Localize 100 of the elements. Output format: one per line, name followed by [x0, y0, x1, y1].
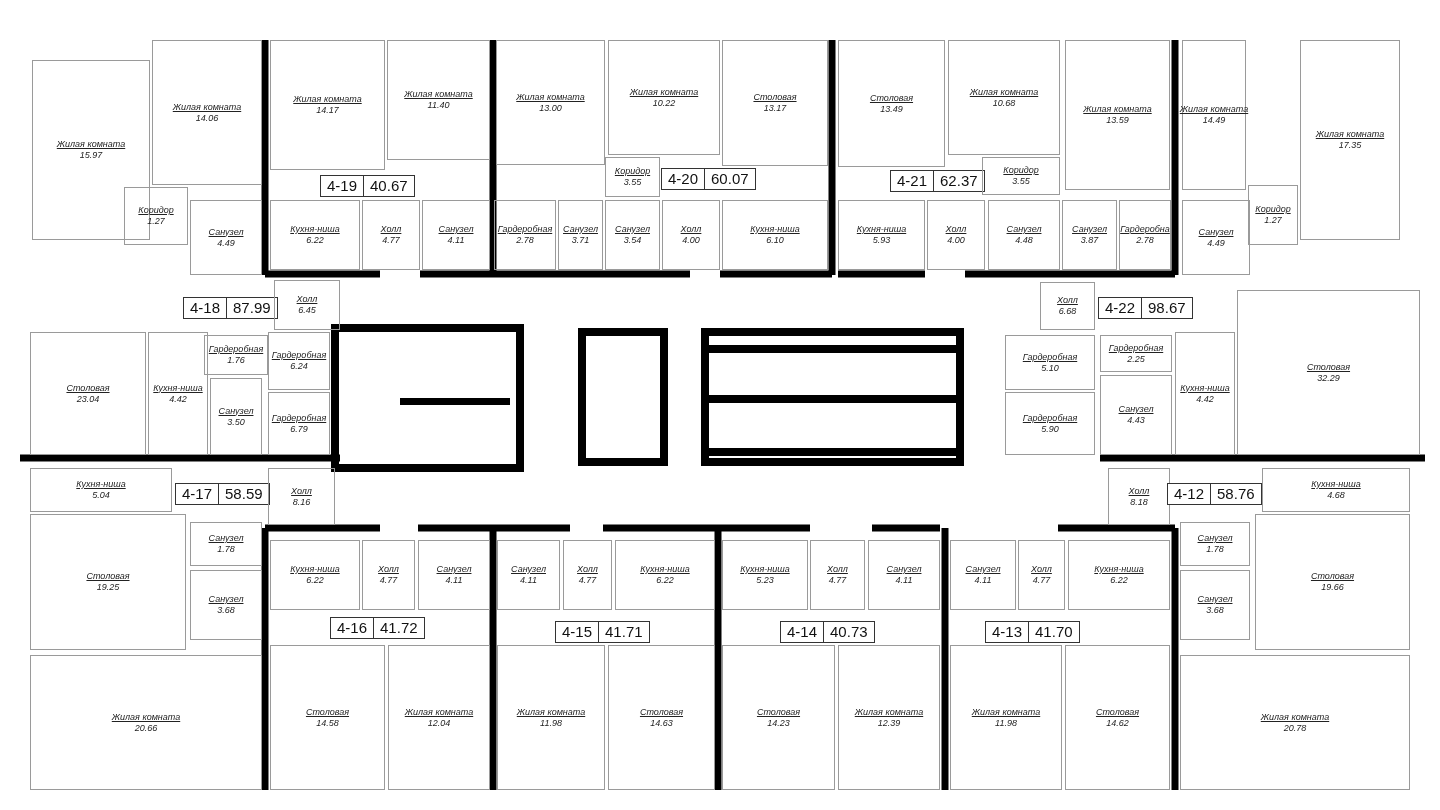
room-name: Холл	[1057, 295, 1078, 306]
room-name: Жилая комната	[969, 86, 1039, 98]
room-area: 11.40	[427, 100, 450, 111]
apartment-tag	[661, 168, 756, 190]
room-area: 4.77	[382, 235, 400, 246]
room-area: 17.35	[1338, 140, 1362, 151]
room-area: 3.50	[227, 416, 245, 428]
room-name: Санузел	[208, 226, 244, 238]
room-area: 3.55	[623, 177, 642, 188]
room-area: 2.78	[516, 235, 534, 246]
room	[605, 157, 660, 197]
room-name: Гардеробная	[271, 350, 327, 361]
room-name: Кухня-ниша	[750, 224, 800, 235]
room-name: Холл	[1031, 564, 1052, 575]
room	[1248, 185, 1298, 245]
room	[1119, 200, 1171, 270]
room-area: 6.68	[1058, 306, 1077, 317]
room	[838, 40, 945, 167]
apartment-area: 41.72	[373, 618, 424, 638]
apartment-area: 58.76	[1210, 484, 1261, 504]
room-area: 13.17	[763, 103, 787, 114]
room-area: 4.48	[1015, 235, 1033, 246]
room-name: Санузел	[1072, 224, 1107, 235]
apartment-area: 41.71	[598, 622, 649, 642]
room-area: 5.23	[756, 575, 774, 586]
room-name: Жилая комната	[293, 94, 362, 105]
room	[268, 392, 330, 455]
room-area: 4.11	[445, 575, 463, 586]
room-area: 15.97	[79, 150, 103, 161]
room-name: Санузел	[965, 564, 1001, 575]
room	[496, 40, 605, 165]
room	[558, 200, 603, 270]
room-area: 13.00	[539, 102, 562, 114]
room	[268, 468, 335, 525]
room	[1040, 282, 1095, 330]
room	[838, 645, 940, 790]
room-name: Кухня-ниша	[153, 382, 203, 394]
room-area: 5.04	[92, 490, 110, 501]
room-name: Жилая комната	[516, 706, 586, 718]
room-name: Санузел	[1197, 533, 1233, 544]
room	[270, 40, 385, 170]
room	[1180, 522, 1250, 566]
room-area: 1.27	[147, 216, 165, 227]
room-area: 4.11	[974, 575, 992, 586]
room-area: 14.23	[767, 717, 790, 729]
room	[190, 200, 262, 275]
room-name: Холл	[296, 294, 318, 305]
room-area: 3.87	[1080, 235, 1099, 246]
room-area: 4.11	[520, 575, 537, 586]
room-area: 3.55	[1012, 176, 1030, 187]
room-name: Кухня-ниша	[856, 224, 907, 235]
room	[190, 570, 262, 640]
room	[270, 200, 360, 270]
room	[1018, 540, 1065, 610]
room	[608, 40, 720, 155]
room-area: 4.49	[217, 237, 235, 249]
room-name: Столовая	[756, 706, 801, 718]
room-area: 13.59	[1106, 115, 1129, 126]
room-name: Гардеробная	[271, 412, 327, 424]
room-name: Коридор	[614, 166, 651, 177]
apartment-tag	[1167, 483, 1262, 505]
room	[30, 332, 146, 455]
room-name: Жилая комната	[111, 711, 181, 723]
room	[190, 522, 262, 566]
room-name: Столовая	[66, 382, 110, 394]
room	[362, 540, 415, 610]
apartment-number: 4-19	[326, 176, 359, 196]
room	[152, 40, 262, 185]
room	[1175, 332, 1235, 455]
room-area: 11.98	[995, 717, 1017, 729]
room-name: Кухня-ниша	[640, 564, 690, 575]
apartment-area: 40.67	[363, 176, 414, 196]
room-area: 3.71	[571, 235, 590, 246]
room-area: 8.16	[292, 496, 311, 508]
room-area: 6.22	[306, 235, 324, 246]
room	[1065, 645, 1170, 790]
room	[362, 200, 420, 270]
room-area: 19.66	[1321, 582, 1344, 593]
room-area: 19.25	[96, 582, 120, 593]
room-name: Жилая комната	[971, 706, 1041, 718]
apartment-area: 40.73	[823, 622, 874, 642]
room-area: 6.22	[656, 575, 674, 586]
room	[1005, 392, 1095, 455]
room-name: Коридор	[1255, 204, 1291, 215]
apartment-number: 4-20	[667, 169, 700, 189]
room-area: 2.25	[1127, 353, 1145, 365]
room	[1100, 335, 1172, 372]
room-area: 5.10	[1041, 362, 1059, 374]
room-name: Холл	[291, 485, 312, 497]
room-area: 4.77	[1032, 575, 1051, 586]
room	[497, 645, 605, 790]
room-name: Гардеробная	[497, 224, 553, 235]
room-area: 4.00	[947, 235, 965, 246]
room-name: Санузел	[1197, 594, 1233, 605]
room	[422, 200, 490, 270]
room	[950, 540, 1016, 610]
room	[988, 200, 1060, 270]
room-area: 32.29	[1317, 372, 1340, 384]
room-area: 14.62	[1106, 717, 1129, 729]
room-area: 12.04	[427, 717, 451, 729]
